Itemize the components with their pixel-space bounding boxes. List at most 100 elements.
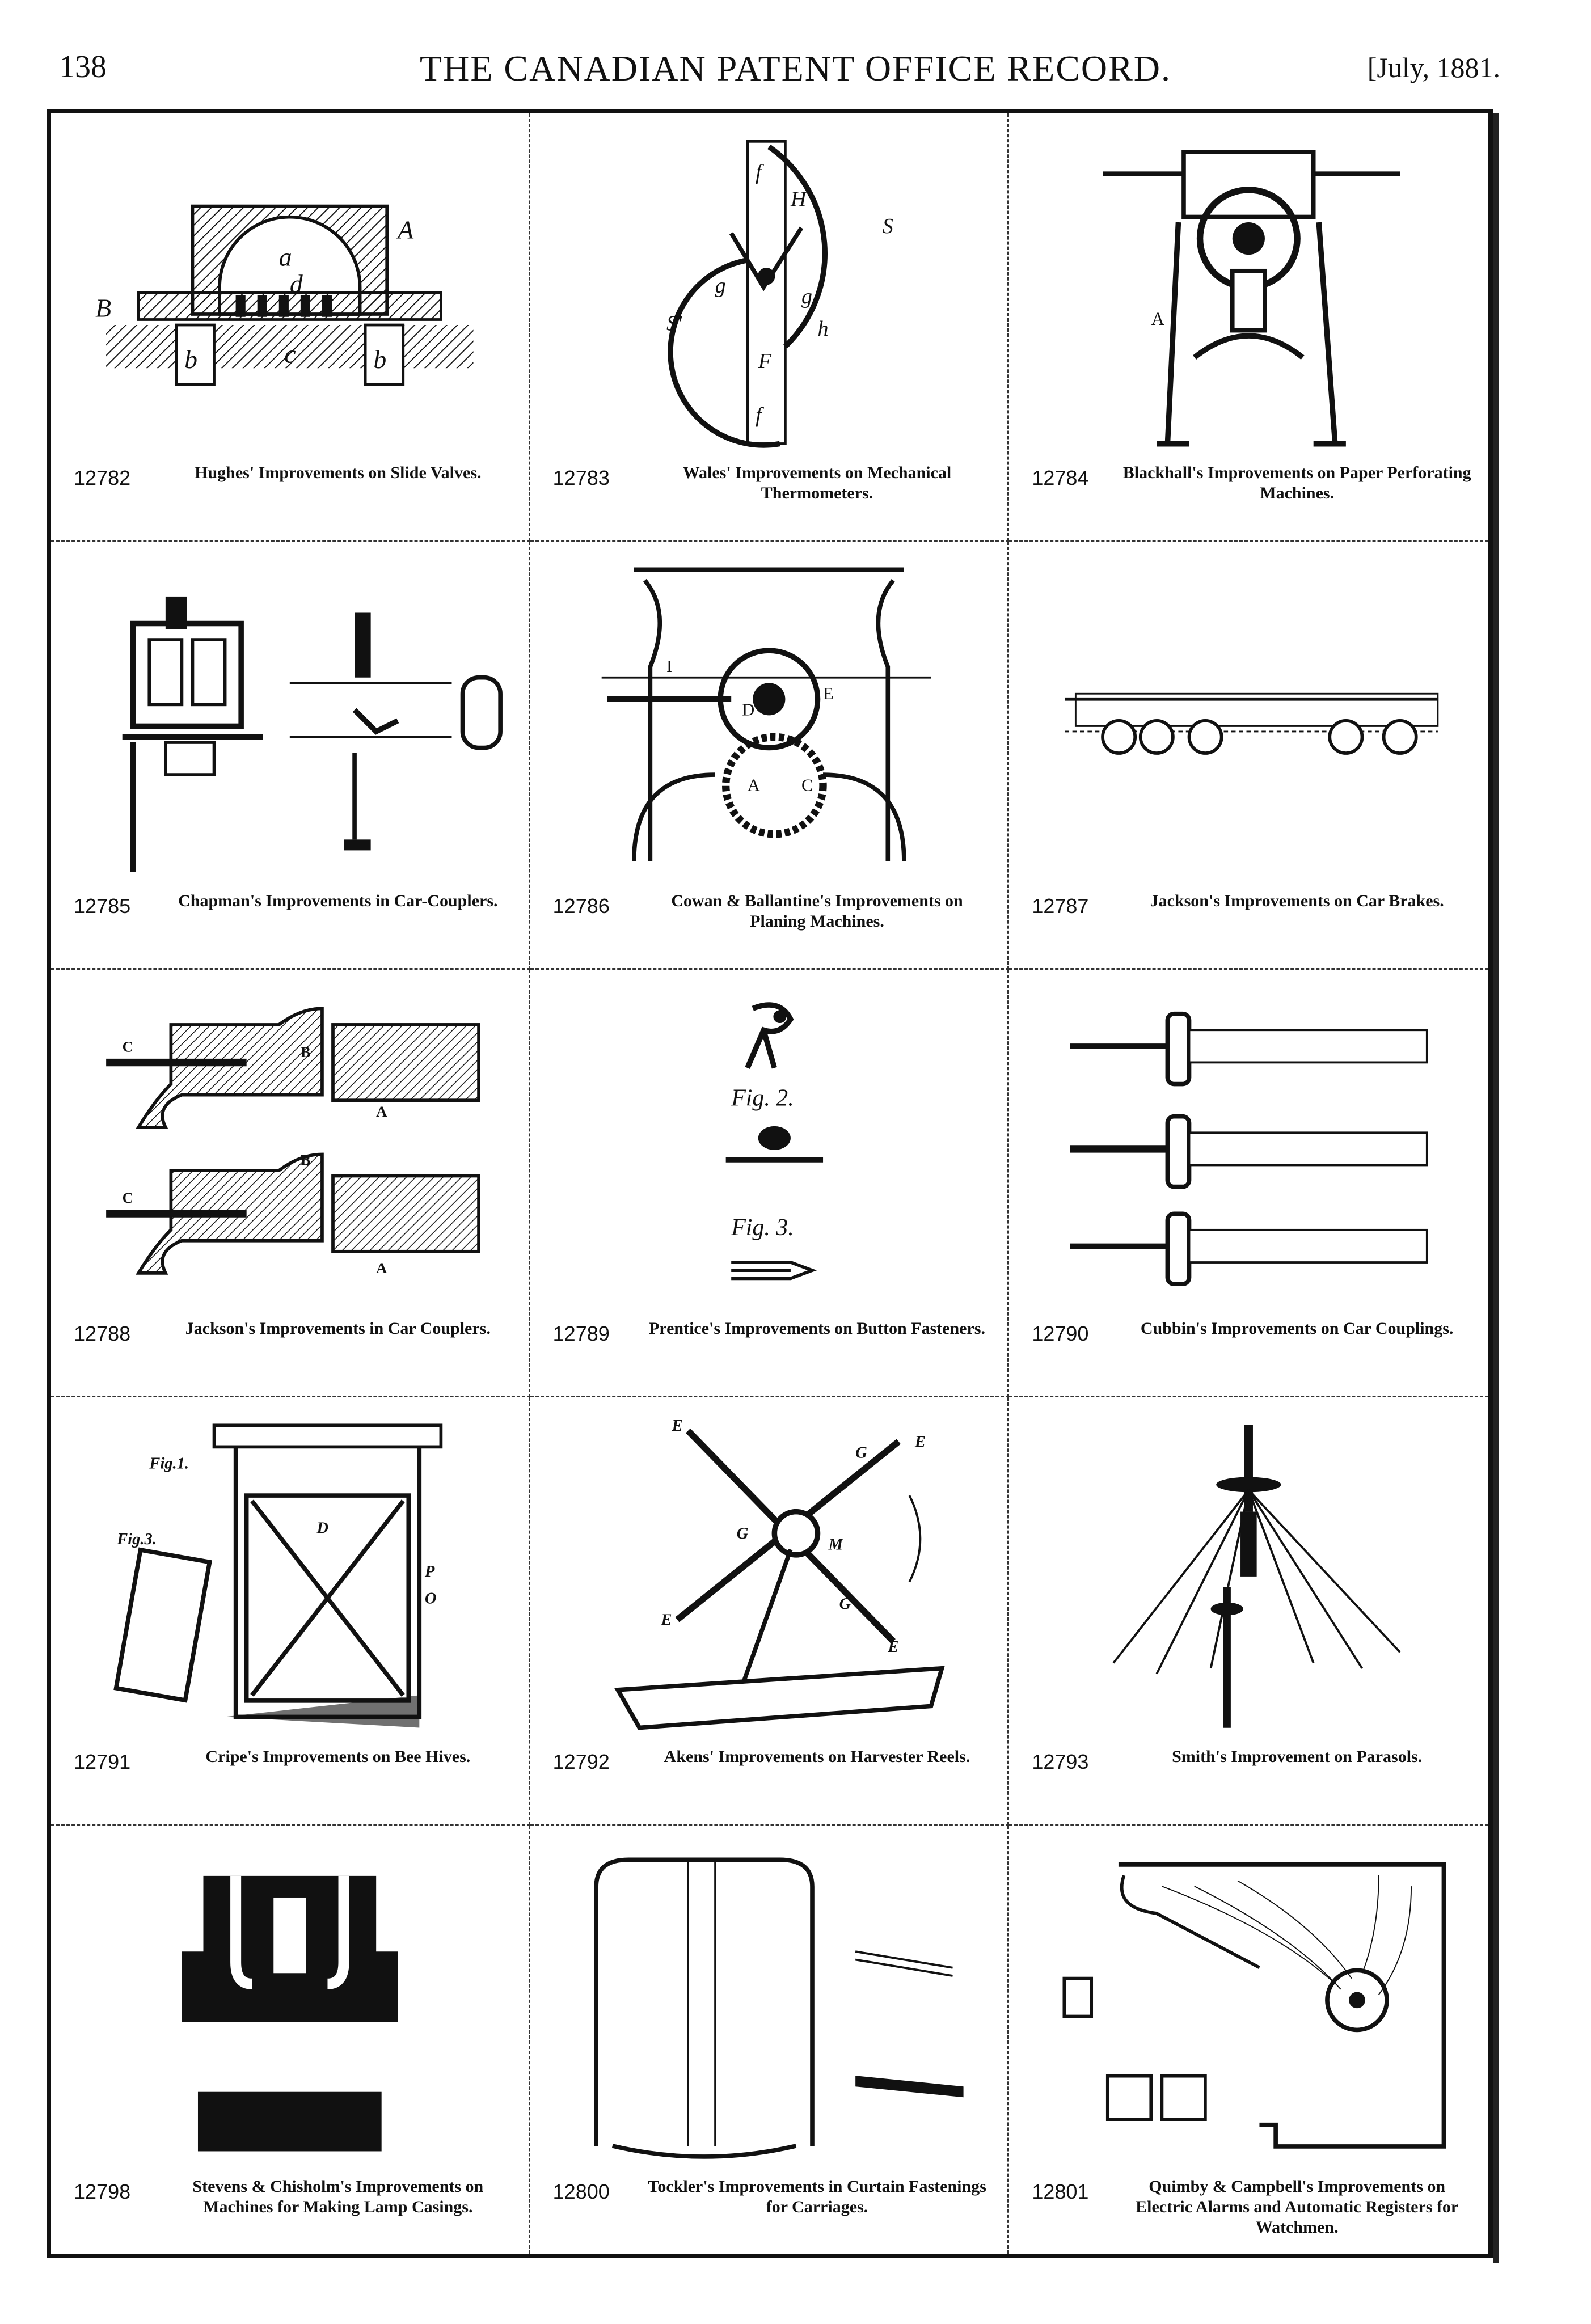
part-label: P: [424, 1563, 435, 1581]
patent-drawing: Fig. 2. Fig. 3.: [553, 987, 985, 1311]
part-label: D: [742, 700, 754, 719]
part-label: D: [316, 1520, 328, 1537]
patent-number: 12789: [552, 1322, 610, 1346]
part-label: B: [301, 1151, 311, 1168]
patent-title: Prentice's Improvements on Button Fasten…: [648, 1319, 985, 1338]
patent-cell: 12801 Quimby & Campbell's Improvements o…: [1009, 1826, 1488, 2254]
page-number: 138: [59, 49, 107, 84]
part-label: E: [671, 1417, 682, 1435]
patent-number: 12785: [74, 894, 131, 918]
part-label: C: [123, 1038, 133, 1055]
patent-drawings-frame: A a d B b c b 12782 Hughes' Improvements…: [47, 109, 1493, 2258]
patent-title: Cowan & Ballantine's Improvements on Pla…: [671, 891, 963, 931]
patent-drawing: Fig.1. Fig.3. D P O: [74, 1414, 506, 1739]
patent-title: Stevens & Chisholm's Improvements on Mac…: [192, 2177, 484, 2216]
part-label: C: [801, 775, 813, 795]
patent-title: Chapman's Improvements in Car-Couplers.: [178, 891, 498, 910]
patent-grid: A a d B b c b 12782 Hughes' Improvements…: [51, 113, 1488, 2254]
patent-drawing: [1032, 1843, 1466, 2169]
patent-cell: 12790 Cubbin's Improvements on Car Coupl…: [1009, 970, 1488, 1398]
patent-cell: 12785 Chapman's Improvements in Car-Coup…: [51, 541, 530, 970]
part-label: A: [376, 1102, 387, 1119]
patent-cell: E E E E G G G M 12792 Akens' Improvement…: [530, 1397, 1010, 1826]
part-label: F: [757, 349, 771, 373]
patent-drawing: f H S S' g g h F f: [553, 130, 985, 455]
patent-cell: 12798 Stevens & Chisholm's Improvements …: [51, 1826, 530, 2254]
part-label: S': [666, 312, 682, 336]
part-label: b: [184, 345, 197, 374]
patent-title: Akens' Improvements on Harvester Reels.: [664, 1747, 970, 1767]
issue-date: [July, 1881.: [1367, 52, 1500, 83]
part-label: A: [747, 775, 759, 795]
patent-number: 12786: [552, 894, 610, 918]
patent-number: 12782: [74, 466, 131, 489]
patent-caption: 12790 Cubbin's Improvements on Car Coupl…: [1032, 1319, 1471, 1381]
patent-caption: 12800 Tockler's Improvements in Curtain …: [553, 2177, 991, 2239]
patent-title: Jackson's Improvements in Car Couplers.: [185, 1319, 491, 1338]
part-label: G: [855, 1444, 867, 1462]
patent-number: 12793: [1032, 1750, 1089, 1774]
part-label: S: [882, 214, 893, 238]
patent-number: 12800: [552, 2179, 610, 2203]
patent-caption: 12798 Stevens & Chisholm's Improvements …: [74, 2177, 512, 2239]
part-label: b: [373, 345, 386, 374]
part-label: E: [823, 684, 834, 703]
frame-shadow: [1493, 113, 1499, 2263]
patent-title: Blackhall's Improvements on Paper Perfor…: [1122, 463, 1471, 502]
patent-caption: 12785 Chapman's Improvements in Car-Coup…: [74, 891, 512, 953]
patent-drawing: [74, 1843, 506, 2169]
patent-drawing: [553, 1843, 985, 2169]
patent-number: 12791: [74, 1750, 131, 1774]
patent-caption: 12791 Cripe's Improvements on Bee Hives.: [74, 1747, 512, 1809]
part-label: H: [790, 188, 808, 212]
patent-cell: A a d B b c b 12782 Hughes' Improvements…: [51, 113, 530, 542]
patent-title: Hughes' Improvements on Slide Valves.: [195, 463, 482, 482]
patent-cell: f H S S' g g h F f 12783 Wales' Improvem…: [530, 113, 1010, 542]
patent-title: Tockler's Improvements in Curtain Fasten…: [648, 2177, 986, 2216]
patent-drawing: A: [1032, 130, 1466, 455]
publication-title: THE CANADIAN PATENT OFFICE RECORD.: [420, 48, 1171, 88]
patent-title: Cubbin's Improvements on Car Couplings.: [1140, 1319, 1454, 1338]
part-label: g: [715, 274, 725, 298]
part-label: A: [376, 1259, 387, 1276]
patent-cell: I D E A C 12786 Cowan & Ballantine's Imp…: [530, 541, 1010, 970]
patent-number: 12790: [1032, 1322, 1089, 1346]
patent-number: 12798: [74, 2179, 131, 2203]
patent-cell: Fig. 2. Fig. 3. 12789 Prentice's Improve…: [530, 969, 1010, 1398]
part-label: A: [1151, 309, 1165, 329]
part-label: E: [887, 1639, 898, 1657]
patent-caption: 12782 Hughes' Improvements on Slide Valv…: [74, 463, 512, 525]
patent-caption: 12792 Akens' Improvements on Harvester R…: [553, 1747, 991, 1809]
patent-title: Wales' Improvements on Mechanical Thermo…: [682, 463, 952, 502]
figure-label: Fig.3.: [116, 1531, 157, 1548]
patent-caption: 12801 Quimby & Campbell's Improvements o…: [1032, 2177, 1471, 2239]
part-label: g: [801, 285, 812, 309]
figure-label: Fig. 3.: [731, 1215, 794, 1241]
part-label: C: [123, 1189, 133, 1206]
patent-title: Jackson's Improvements on Car Brakes.: [1150, 891, 1444, 910]
patent-drawing: [1032, 559, 1466, 883]
patent-drawing: I D E A C: [553, 559, 985, 883]
patent-title: Quimby & Campbell's Improvements on Elec…: [1136, 2177, 1459, 2237]
patent-drawing: A a d B b c b: [74, 130, 506, 455]
part-label: A: [396, 216, 414, 244]
part-label: d: [290, 269, 303, 298]
part-label: G: [736, 1526, 748, 1543]
patent-cell: 12793 Smith's Improvement on Parasols.: [1009, 1397, 1488, 1826]
patent-number: 12783: [552, 466, 610, 489]
figure-label: Fig.1.: [149, 1455, 189, 1473]
part-label: O: [425, 1590, 437, 1608]
patent-drawing: [1032, 1414, 1466, 1739]
patent-title: Cripe's Improvements on Bee Hives.: [205, 1747, 471, 1767]
patent-caption: 12793 Smith's Improvement on Parasols.: [1032, 1747, 1471, 1809]
part-label: E: [660, 1612, 672, 1629]
part-label: G: [839, 1595, 851, 1613]
part-label: a: [279, 242, 292, 271]
part-label: I: [666, 657, 672, 676]
patent-caption: 12783 Wales' Improvements on Mechanical …: [553, 463, 991, 525]
part-label: h: [817, 317, 828, 341]
part-label: B: [95, 294, 111, 323]
patent-drawing: E E E E G G G M: [553, 1414, 985, 1739]
part-label: M: [828, 1536, 843, 1554]
part-label: B: [301, 1043, 311, 1060]
